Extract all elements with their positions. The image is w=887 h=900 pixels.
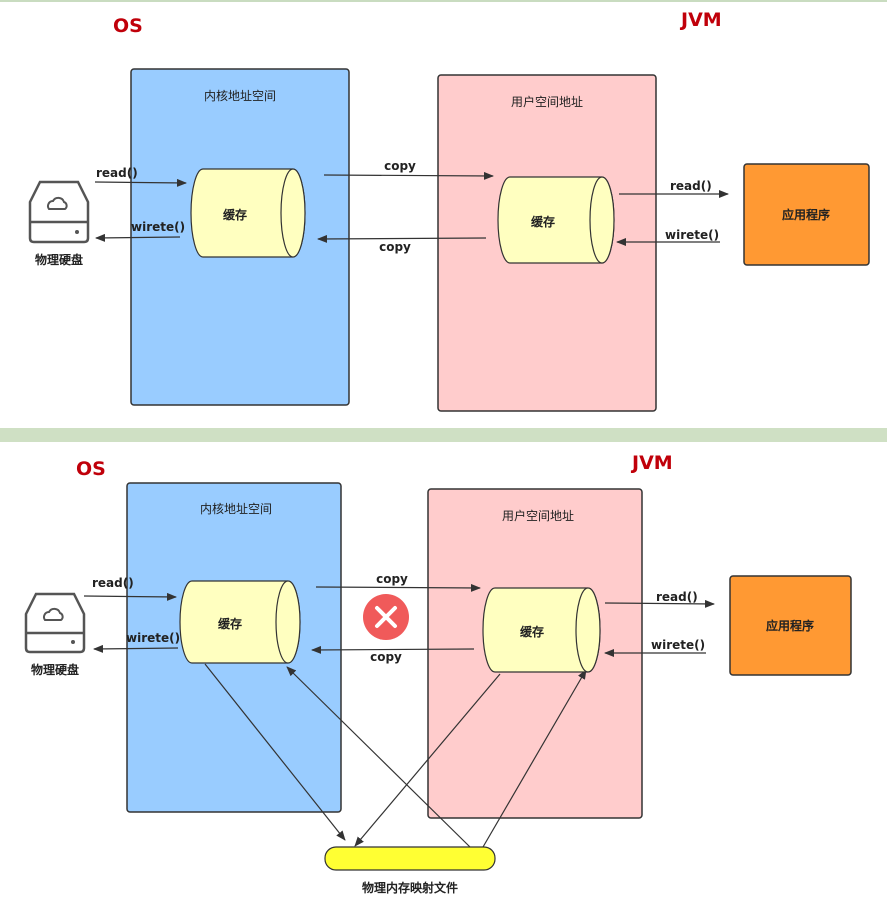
kernel-space-title: 内核地址空间	[204, 89, 276, 103]
copy-to-user-label: copy	[376, 572, 408, 586]
disk-read-label: read()	[92, 576, 134, 590]
kernel-to-mmap-arrow	[204, 663, 346, 841]
kernel-cache-cylinder	[190, 168, 306, 258]
disk-read-label: read()	[96, 166, 138, 180]
user-cache-cylinder	[497, 176, 615, 264]
copy-to-kernel-arrow	[317, 234, 487, 243]
bottom-diagram-panel: OS JVM 内核地址空间 用户空间地址 缓存 缓存 物理硬盘 read() w…	[0, 442, 887, 900]
mmap-to-kernel-arrow	[286, 666, 471, 848]
disk-write-arrow	[95, 233, 181, 242]
top-diagram-canvas: OS JVM 内核地址空间 用户空间地址 缓存 缓存 物理硬盘 read() w…	[28, 9, 870, 412]
bottom-diagram-canvas: OS JVM 内核地址空间 用户空间地址 缓存 缓存 物理硬盘 read() w…	[24, 452, 852, 895]
jvm-label: JVM	[679, 9, 722, 31]
mmap-file-bar	[324, 846, 496, 871]
user-cache-cylinder	[482, 587, 601, 673]
hard-disk-icon	[24, 592, 86, 654]
kernel-space-title: 内核地址空间	[200, 502, 272, 516]
copy-to-kernel-label: copy	[370, 650, 402, 664]
disk-write-label: wirete()	[131, 220, 185, 234]
os-label: OS	[113, 15, 143, 37]
user-space-title: 用户空间地址	[502, 508, 574, 523]
app-write-label: wirete()	[651, 638, 705, 652]
kernel-cache-label: 缓存	[223, 207, 247, 222]
application-label: 应用程序	[766, 618, 814, 633]
top-diagram-panel: OS JVM 内核地址空间 用户空间地址 缓存 缓存 物理硬盘 read() w…	[0, 0, 887, 428]
os-label: OS	[76, 458, 106, 480]
disk-read-arrow	[83, 592, 177, 601]
app-read-label: read()	[656, 590, 698, 604]
disk-write-label: wirete()	[126, 631, 180, 645]
copy-to-user-arrow	[323, 171, 494, 180]
copy-to-kernel-arrow	[311, 645, 475, 654]
disk-write-arrow	[93, 644, 179, 653]
application-box	[743, 163, 870, 266]
blocked-x-icon	[363, 594, 409, 640]
user-space-title: 用户空间地址	[511, 94, 583, 109]
disk-label: 物理硬盘	[31, 662, 79, 677]
user-cache-label: 缓存	[531, 214, 555, 229]
copy-to-kernel-label: copy	[379, 240, 411, 254]
hard-disk-icon	[28, 180, 90, 244]
panel-divider	[0, 428, 887, 442]
application-box	[729, 575, 852, 676]
copy-to-user-arrow	[315, 583, 481, 592]
user-cache-label: 缓存	[520, 624, 544, 639]
user-to-mmap-arrow	[354, 673, 501, 847]
mmap-file-label: 物理内存映射文件	[362, 880, 458, 895]
app-read-arrow	[604, 599, 715, 608]
app-write-label: wirete()	[665, 228, 719, 242]
kernel-cache-label: 缓存	[218, 616, 242, 631]
disk-label: 物理硬盘	[35, 252, 83, 267]
jvm-label: JVM	[630, 452, 673, 474]
application-label: 应用程序	[782, 207, 830, 222]
copy-to-user-label: copy	[384, 159, 416, 173]
disk-read-arrow	[94, 178, 187, 187]
mmap-to-user-arrow	[482, 669, 587, 848]
app-read-label: read()	[670, 179, 712, 193]
kernel-cache-cylinder	[179, 580, 301, 664]
